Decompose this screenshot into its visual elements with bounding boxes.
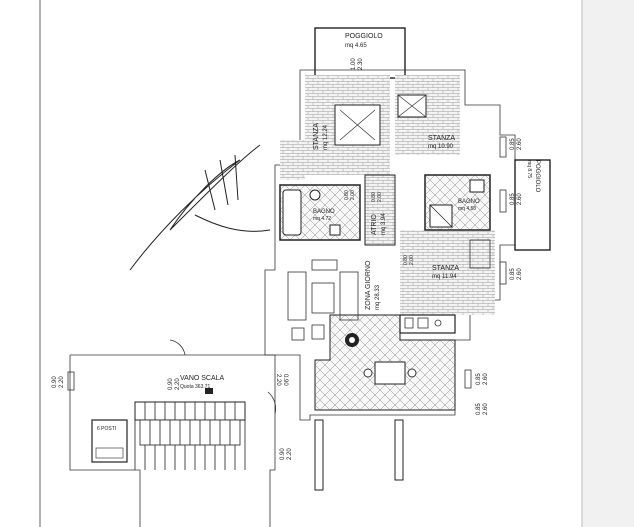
- window-marks: [67, 136, 507, 391]
- dim-right-top-a: 0.85: [510, 138, 516, 150]
- dim-stair-left-a: 0.90: [52, 376, 58, 388]
- dim-right-bottom-b: 2.60: [483, 403, 489, 415]
- atrio-floor: [364, 174, 396, 246]
- dim-stanza-left-door-b: 2.00: [377, 192, 383, 202]
- living-furniture: [287, 259, 359, 341]
- stairwell-outer-wall: [69, 354, 276, 527]
- stanza-right-bottom-name: STANZA: [432, 265, 459, 272]
- dim-stair-left-b: 2.20: [59, 376, 65, 388]
- dim-atrio-door-b: 2.00: [409, 255, 415, 265]
- right-margin-strip: [582, 0, 634, 527]
- dining-table: [363, 361, 417, 385]
- dim-stair-bottom-a: 0.90: [280, 448, 286, 460]
- atrio-area: mq 3.94: [381, 213, 387, 235]
- stanza-right-top-name: STANZA: [428, 135, 455, 142]
- kitchen-counter: [399, 314, 456, 334]
- poggiolo-right-area: mq 8.75: [526, 160, 532, 178]
- kitchen-appliances: [404, 317, 442, 329]
- dim-right-lower2-a: 0.85: [476, 373, 482, 385]
- dim-right-top-b: 2.60: [517, 138, 523, 150]
- left-corridor-brick: [280, 140, 305, 180]
- stair-steps: [134, 402, 246, 470]
- dim-right-lower1-b: 2.60: [517, 268, 523, 280]
- wardrobe-right-bottom: [469, 239, 491, 269]
- dim-bagno-left-door-a: 0.80: [344, 190, 350, 200]
- dim-right-lower1-a: 0.85: [510, 268, 516, 280]
- bathtub-icon: [282, 189, 302, 236]
- vano-scala-name: VANO SCALA: [180, 375, 225, 382]
- bed-stanza-right: [397, 94, 427, 118]
- dim-top-door-b: 2.30: [358, 58, 364, 70]
- bagno-left-area: mq 4.72: [313, 216, 331, 222]
- bagno-left-name: BAGNO: [313, 209, 335, 215]
- zona-giorno-name: ZONA GIORNO: [365, 260, 372, 310]
- dim-atrio-door-a: 0.80: [403, 255, 409, 265]
- dim-stair-bottom-b: 2.20: [287, 448, 293, 460]
- elevator-icon: [205, 388, 213, 394]
- dim-top-door-a: 1.00: [351, 58, 357, 70]
- room-labels: POGGIOLO mq 4.65 STANZA mq 12.24 STANZA …: [97, 33, 540, 432]
- poggiolo-top-name: POGGIOLO: [345, 33, 383, 40]
- stanza-right-bottom-area: mq 11.94: [432, 274, 457, 280]
- dim-stair-right-a: 0.90: [282, 374, 288, 386]
- dimension-labels: 1.00 2.30 0.80 2.00 0.80 2.00 0.80 2.00 …: [52, 58, 523, 460]
- dim-right-mid-b: 2.60: [517, 193, 523, 205]
- posti-inner: [95, 447, 124, 459]
- bagno-right-area: mq 4.58: [458, 206, 476, 212]
- dim-stair-right-b: 2.20: [275, 374, 281, 386]
- plant-icon: [345, 333, 359, 347]
- pillar-bottom-2: [394, 419, 404, 481]
- stanza-left-area: mq 12.24: [323, 124, 329, 150]
- dim-stair-top-a: 0.90: [168, 378, 174, 390]
- bagno-right-name: BAGNO: [458, 199, 480, 205]
- posti-label: 6 POSTI: [97, 426, 116, 432]
- poggiolo-right-area: [514, 159, 551, 251]
- stanza-right-top-area: mq 10.90: [428, 144, 454, 150]
- dim-stanza-left-door-a: 0.80: [371, 192, 377, 202]
- stair-door-top: [169, 339, 186, 356]
- poggiolo-right-name: POGGIOLO: [534, 160, 540, 193]
- dim-stair-top-b: 2.20: [175, 378, 181, 390]
- dim-right-bottom-a: 0.85: [476, 403, 482, 415]
- dim-bagno-left-door-b: 2.00: [350, 190, 356, 200]
- dim-right-lower2-b: 2.60: [483, 373, 489, 385]
- atrio-name: ATRIO: [371, 214, 378, 235]
- stanza-left-name: STANZA: [313, 123, 320, 150]
- posti-box: [91, 419, 128, 463]
- stair-flight-top: [134, 401, 246, 421]
- stanza-right-bottom-floor: [400, 230, 495, 315]
- toilet-icon: [309, 189, 341, 236]
- dim-right-mid-a: 0.85: [510, 193, 516, 205]
- vano-scala-quota: Quota 363.71: [180, 384, 211, 390]
- shower-icon: [429, 179, 485, 228]
- stair-door-right: [267, 391, 276, 415]
- bed-stanza-left: [334, 104, 381, 146]
- poggiolo-top-area-label: mq 4.65: [345, 43, 367, 49]
- zona-giorno-area: mq 28.33: [375, 284, 381, 310]
- pillar-bottom-1: [314, 419, 324, 491]
- signature-scribble: [129, 144, 271, 271]
